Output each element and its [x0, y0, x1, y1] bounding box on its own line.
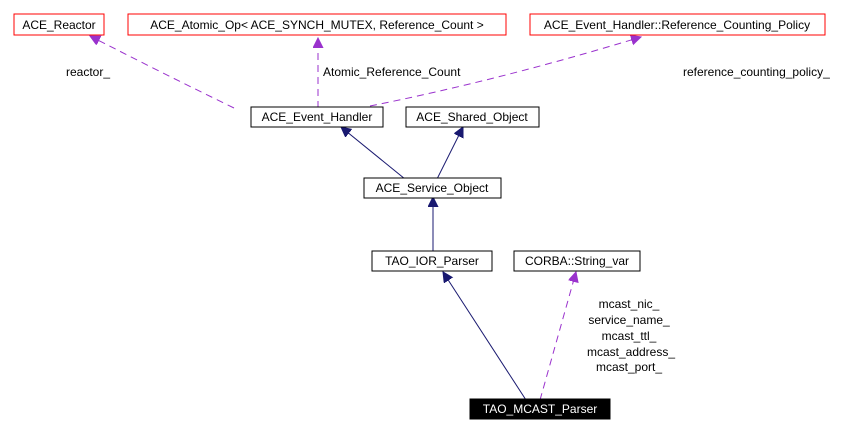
node-ace-atomic-op-label: ACE_Atomic_Op< ACE_SYNCH_MUTEX, Referenc… — [150, 18, 483, 32]
node-ace-service-object[interactable]: ACE_Service_Object — [363, 177, 502, 199]
usage-edge-mcast-members — [539, 272, 576, 401]
edge-label-mcast-address: mcast_address_ — [587, 345, 675, 359]
node-ace-atomic-op[interactable]: ACE_Atomic_Op< ACE_SYNCH_MUTEX, Referenc… — [127, 13, 507, 36]
edge-label-reference-counting-policy: reference_counting_policy_ — [683, 65, 830, 79]
edge-label-reactor: reactor_ — [66, 65, 110, 79]
inherit-edge-service-to-event-handler — [341, 127, 406, 180]
edge-label-mcast-port: mcast_port_ — [596, 360, 662, 374]
node-ace-shared-object-label: ACE_Shared_Object — [416, 110, 528, 124]
edge-label-mcast-nic: mcast_nic_ — [599, 297, 660, 311]
node-corba-string-var[interactable]: CORBA::String_var — [513, 250, 641, 272]
node-tao-mcast-parser[interactable]: TAO_MCAST_Parser — [469, 398, 611, 420]
node-ref-counting-policy-label: ACE_Event_Handler::Reference_Counting_Po… — [544, 18, 810, 32]
node-ace-event-handler[interactable]: ACE_Event_Handler — [250, 106, 384, 128]
usage-edge-reference-counting-policy — [369, 37, 641, 107]
edge-label-service-name: service_name_ — [588, 313, 670, 327]
inherit-edge-service-to-shared-object — [436, 127, 463, 180]
edge-label-atomic-reference-count: Atomic_Reference_Count — [323, 65, 461, 79]
node-ref-counting-policy[interactable]: ACE_Event_Handler::Reference_Counting_Po… — [529, 13, 826, 36]
usage-edge-reactor — [90, 36, 235, 109]
node-corba-string-var-label: CORBA::String_var — [525, 254, 629, 268]
node-tao-ior-parser-label: TAO_IOR_Parser — [385, 254, 479, 268]
edge-label-mcast-ttl: mcast_ttl_ — [602, 329, 657, 343]
node-tao-mcast-parser-label: TAO_MCAST_Parser — [483, 402, 597, 416]
node-ace-reactor[interactable]: ACE_Reactor — [13, 13, 105, 36]
node-ace-reactor-label: ACE_Reactor — [22, 18, 95, 32]
edge-label-mcast-members: mcast_nic_ service_name_ mcast_ttl_ mcas… — [587, 297, 675, 374]
node-tao-ior-parser[interactable]: TAO_IOR_Parser — [371, 250, 493, 272]
node-ace-event-handler-label: ACE_Event_Handler — [262, 110, 373, 124]
node-ace-service-object-label: ACE_Service_Object — [376, 181, 489, 195]
inherit-edge-mcast-to-ior-parser — [443, 272, 527, 401]
node-ace-shared-object[interactable]: ACE_Shared_Object — [405, 106, 540, 128]
